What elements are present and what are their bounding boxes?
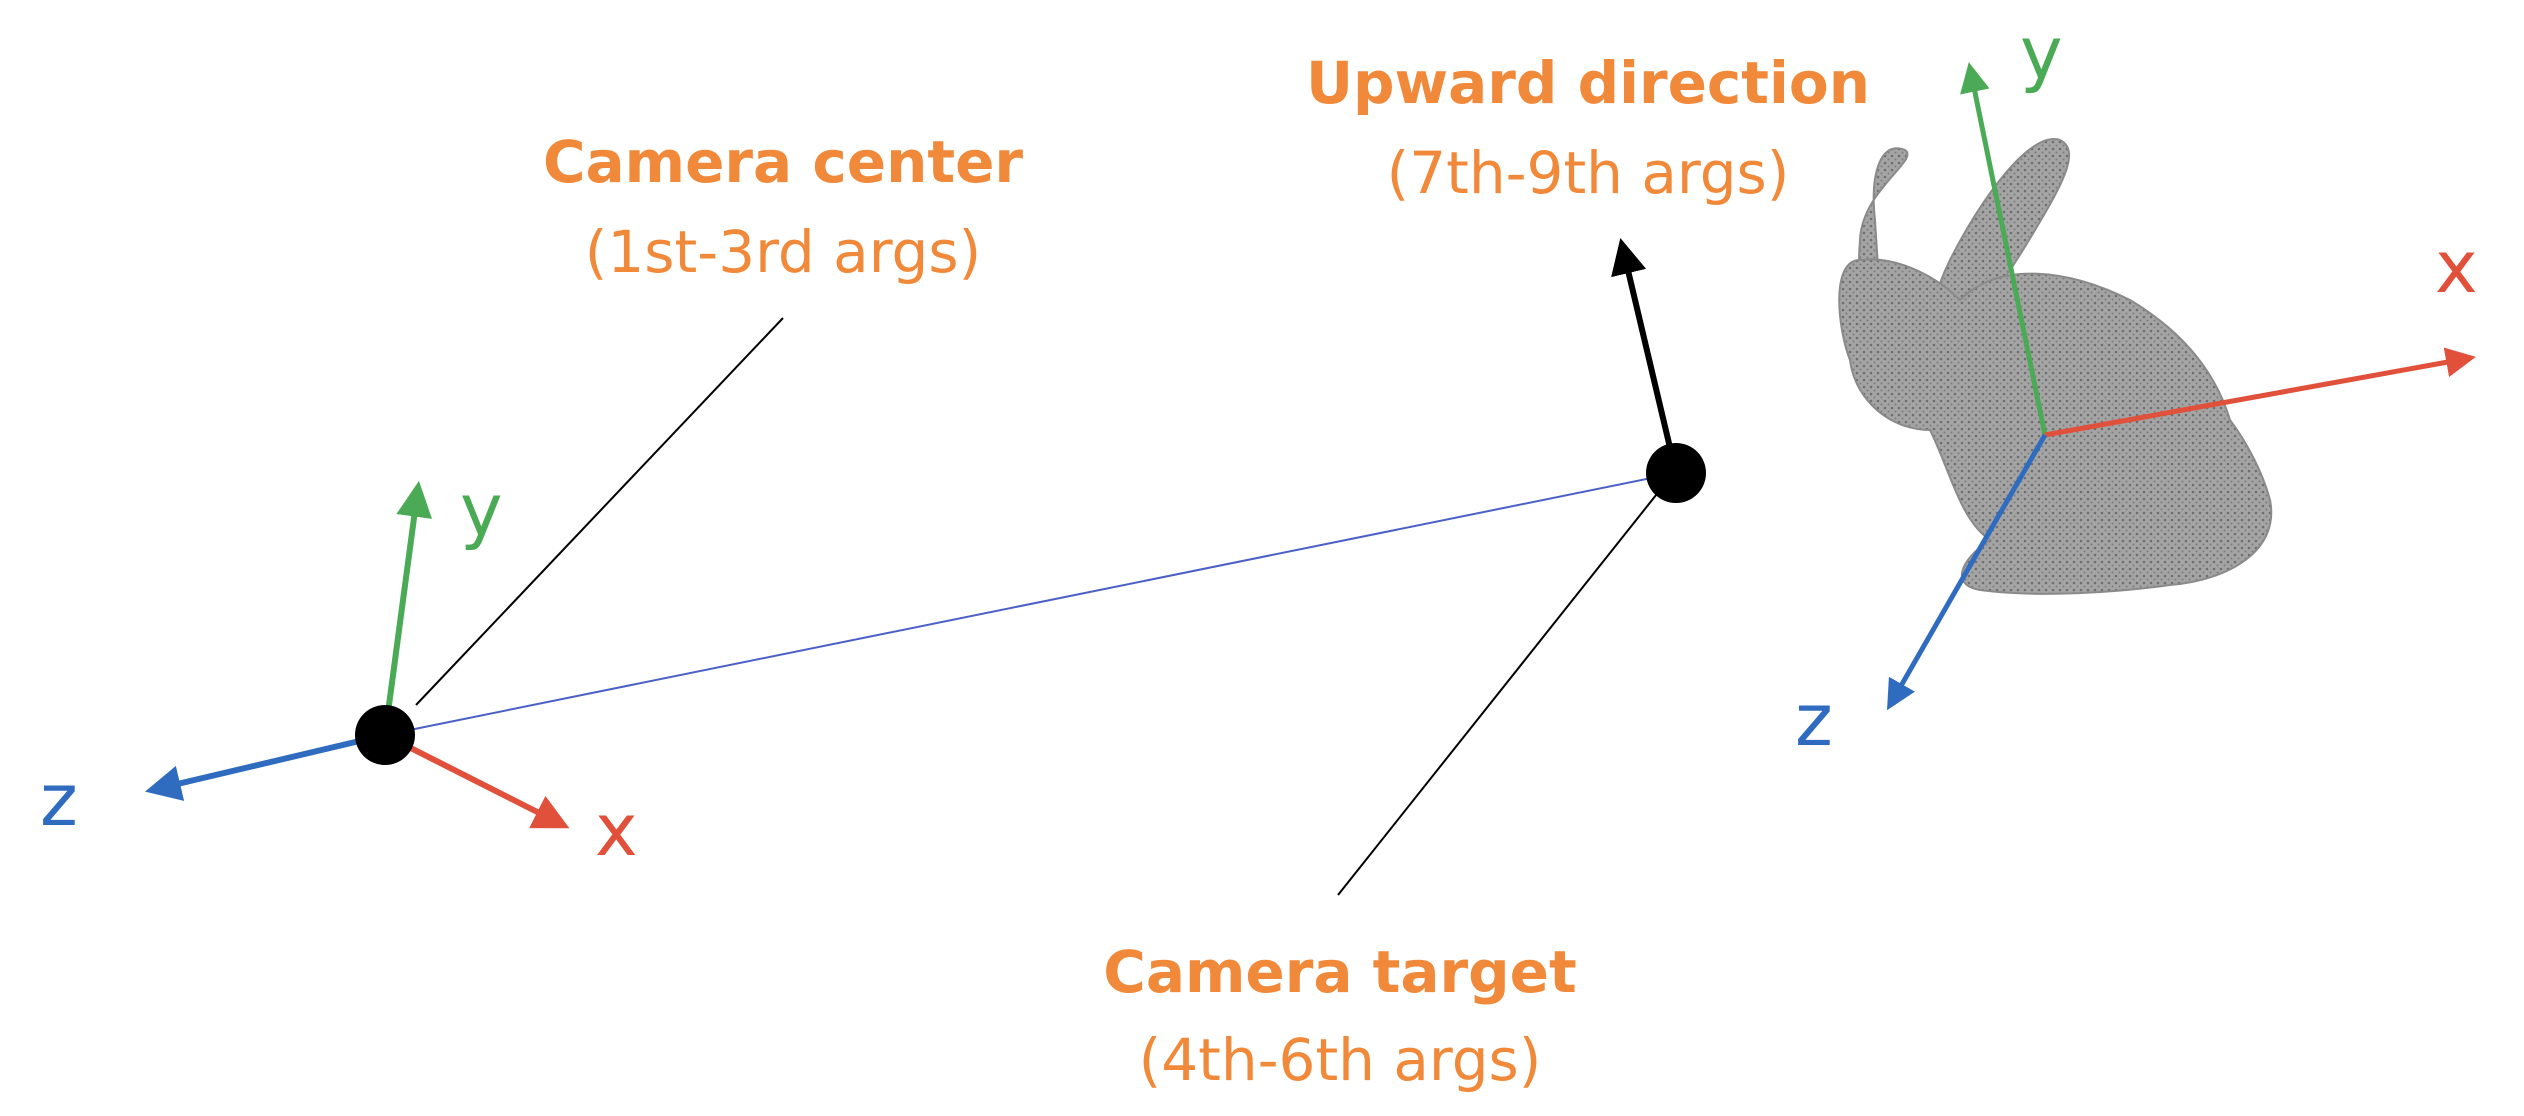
camera-target-args: (4th-6th args) [1139, 1026, 1542, 1094]
camera-center-args: (1st-3rd args) [585, 218, 981, 286]
bunny-icon [1838, 138, 2273, 595]
camera-target-leader-line [1337, 479, 1669, 896]
camera-to-target-line [384, 472, 1677, 736]
camera-center-title: Camera center [543, 128, 1023, 196]
camera-x-label: x [595, 788, 638, 872]
camera-y-label: y [460, 468, 503, 552]
upward-direction-title: Upward direction [1306, 49, 1870, 117]
world-y-axis-arrow [1960, 62, 2048, 436]
camera-x-axis-arrow [383, 732, 570, 829]
camera-center-leader-line [415, 317, 784, 706]
camera-center-point [355, 705, 415, 765]
camera-target-title: Camera target [1103, 938, 1576, 1006]
world-x-label: x [2435, 225, 2478, 309]
world-y-label: y [2020, 11, 2063, 95]
camera-y-axis-arrow [382, 480, 433, 736]
world-x-axis-arrow [2044, 347, 2476, 438]
camera-z-label: z [40, 758, 78, 842]
world-z-axis-arrow [1887, 433, 2048, 711]
upward-direction-args: (7th-9th args) [1387, 139, 1790, 207]
world-z-label: z [1795, 678, 1833, 762]
camera-target-point [1646, 443, 1706, 503]
camera-z-axis-arrow [144, 732, 386, 801]
upward-direction-arrow [1611, 237, 1679, 474]
